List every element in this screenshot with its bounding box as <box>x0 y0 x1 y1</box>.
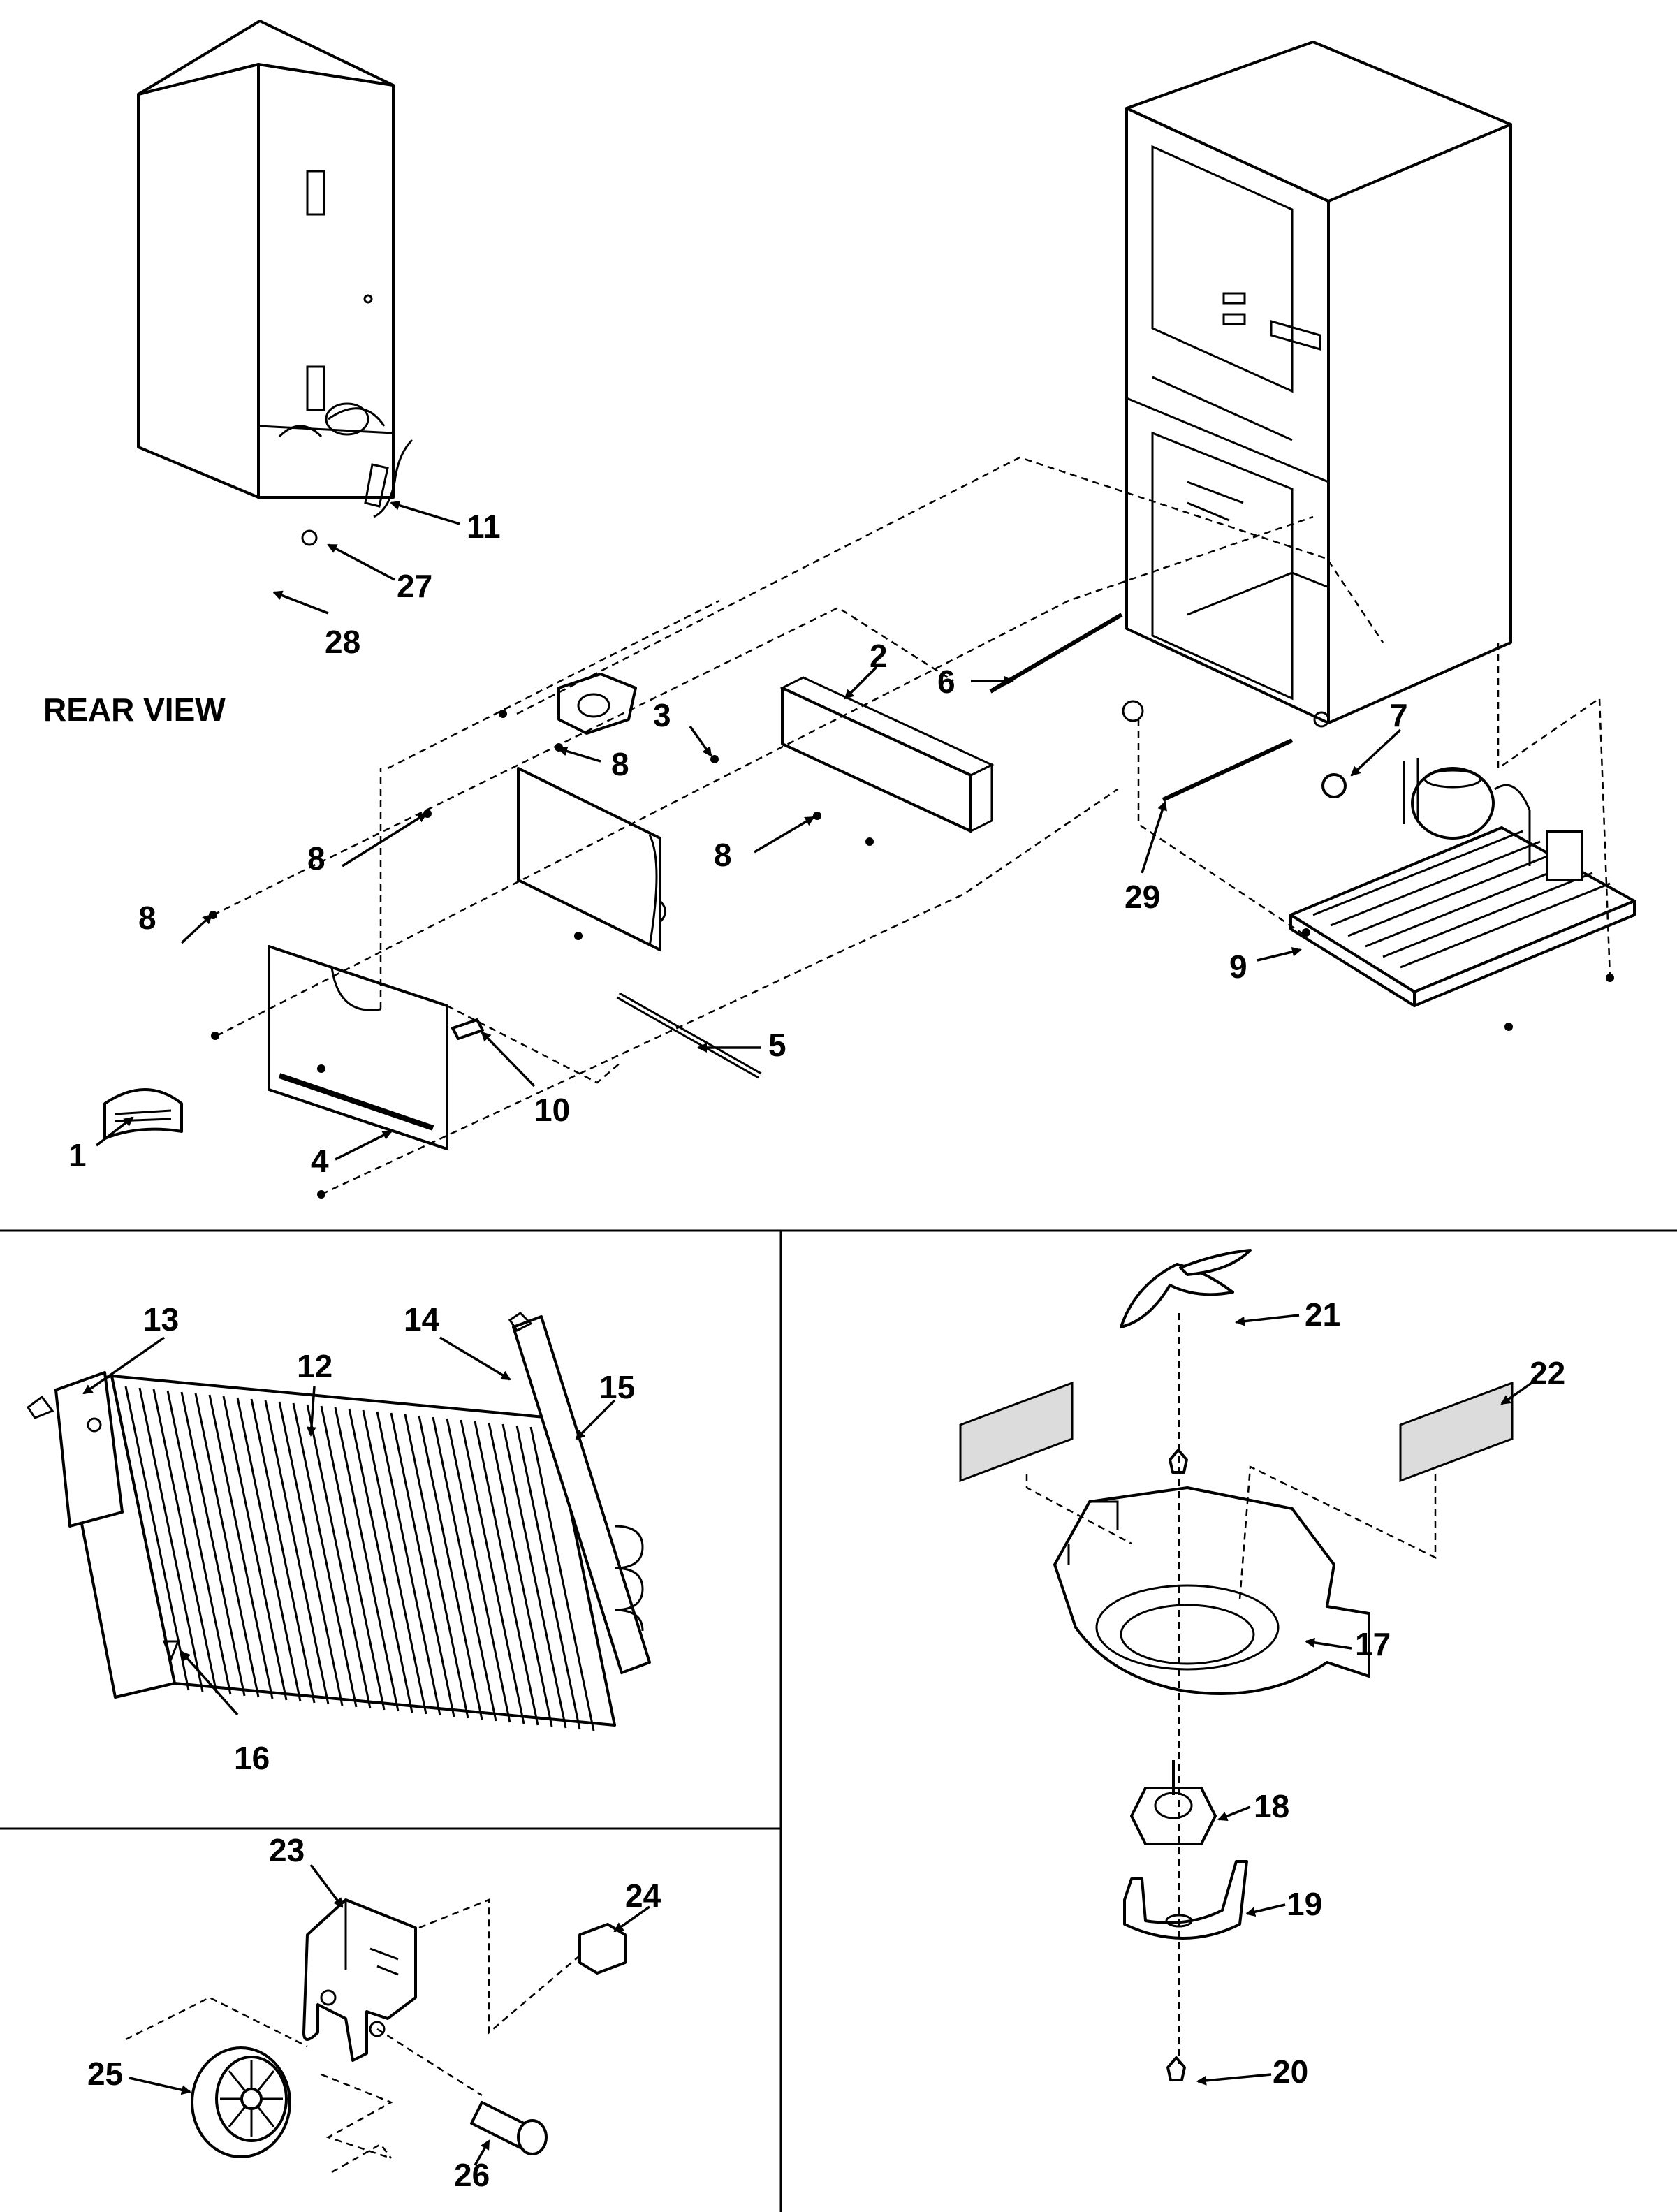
callout-28: 28 <box>325 624 360 660</box>
callout-22: 22 <box>1530 1355 1565 1391</box>
callout-6: 6 <box>937 664 955 700</box>
callout-10: 10 <box>534 1092 570 1128</box>
callout-17: 17 <box>1355 1626 1391 1662</box>
fan-assembly <box>959 1249 1514 2081</box>
callout-1: 1 <box>68 1137 87 1173</box>
callout-15: 15 <box>599 1369 635 1405</box>
callout-8: 8 <box>611 746 629 782</box>
front-cabinet <box>1122 41 1512 728</box>
callout-2: 2 <box>870 638 888 674</box>
callout-5: 5 <box>768 1027 786 1063</box>
callout-23: 23 <box>269 1832 305 1868</box>
leader-lines-upper <box>95 666 1402 1161</box>
callout-21: 21 <box>1305 1296 1340 1333</box>
callout-18: 18 <box>1254 1788 1289 1824</box>
callout-11: 11 <box>467 508 501 545</box>
leader-lines-roller <box>129 1863 651 2166</box>
callout-8: 8 <box>138 900 156 936</box>
leader-lines-evaporator <box>82 1336 616 1716</box>
compressor-assembly <box>1289 758 1636 1007</box>
callout-3: 3 <box>653 697 671 733</box>
callout-19: 19 <box>1287 1886 1322 1922</box>
assembly-guides-upper <box>212 456 1611 1196</box>
panel-frames <box>0 1229 1677 2212</box>
assembly-guides-roller <box>125 1898 580 2174</box>
exploded-parts-upper <box>103 613 1614 1199</box>
callout-8: 8 <box>714 837 732 873</box>
callout-14: 14 <box>404 1301 440 1338</box>
callout-7: 7 <box>1390 697 1408 733</box>
callout-8: 8 <box>307 840 325 877</box>
callout-25: 25 <box>87 2056 123 2092</box>
assembly-guides-fan <box>1025 1313 1437 2064</box>
callout-27: 27 <box>397 568 432 604</box>
callout-20: 20 <box>1273 2053 1308 2090</box>
rear-view-cabinet <box>137 20 413 546</box>
evaporator-coil <box>26 1312 651 1731</box>
callout-4: 4 <box>311 1143 329 1179</box>
callout-13: 13 <box>143 1301 179 1338</box>
callout-24: 24 <box>625 1877 661 1914</box>
callout-26: 26 <box>454 2157 490 2193</box>
roller-assembly <box>191 1898 627 2158</box>
callout-16: 16 <box>234 1740 270 1776</box>
callout-9: 9 <box>1229 948 1247 985</box>
callout-29: 29 <box>1125 879 1160 915</box>
rear-view-title: REAR VIEW <box>43 691 226 728</box>
callout-12: 12 <box>297 1348 332 1384</box>
leader-lines-fan <box>1196 1314 1538 2086</box>
